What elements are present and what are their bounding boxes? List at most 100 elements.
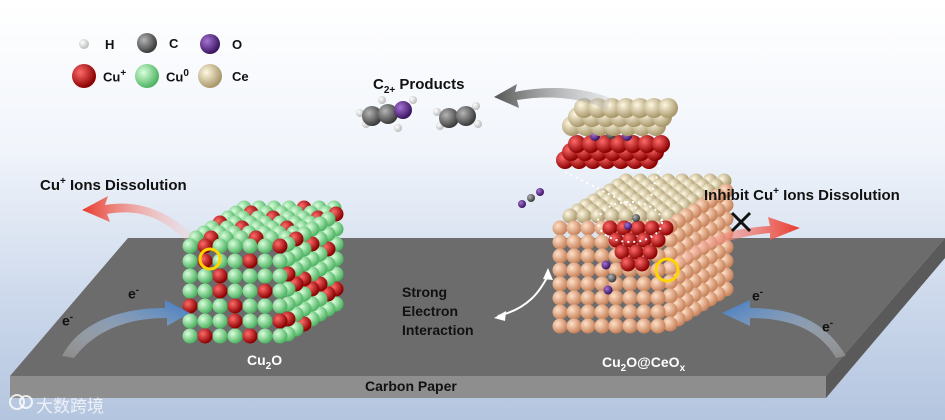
cu-zero-atom (182, 313, 198, 329)
ce-atom (662, 288, 678, 304)
watermark-logo-icon (9, 394, 33, 410)
c-atom (456, 106, 476, 126)
legend-cu-plus-atom (72, 64, 96, 88)
cu-plus-atom (652, 135, 670, 153)
cu-plus-atom (634, 256, 650, 272)
ce-atom (562, 208, 578, 224)
carbon-paper-label: Carbon Paper (365, 378, 457, 394)
cu-plus-atom (568, 135, 586, 153)
electron-label: Electron (402, 303, 459, 319)
ce-atom (594, 304, 610, 320)
electron-label-right-lower: e- (822, 318, 834, 335)
electron-interaction-arrow (494, 268, 553, 321)
ce-atom (662, 232, 678, 248)
ce-atom (552, 220, 568, 236)
o-atom (518, 200, 526, 208)
ce-atom (552, 234, 568, 250)
c-atom (378, 104, 398, 124)
cu-zero-atom (257, 313, 273, 329)
cu-zero-atom (272, 283, 288, 299)
ce-atom (650, 318, 666, 334)
watermark-text: 大数跨境 (36, 397, 104, 416)
right-highlight-circle (654, 257, 680, 283)
ce-atom (566, 276, 582, 292)
ce-atom (650, 262, 666, 278)
h-atom (433, 108, 441, 116)
cu-zero-atom (257, 298, 273, 314)
cu-plus-atom (197, 328, 213, 344)
ce-atom (644, 98, 664, 118)
ce-atom (608, 290, 624, 306)
legend-o-atom (200, 34, 220, 54)
cu-plus-atom (272, 238, 288, 254)
ce-atom (580, 304, 596, 320)
ce-atom (566, 262, 582, 278)
ce-atom (580, 276, 596, 292)
ce-atom (552, 290, 568, 306)
inhibited-dissolution-arrow (665, 217, 800, 272)
ce-atom (616, 98, 636, 118)
ce-atom (552, 318, 568, 334)
electron-flow-arrow-right (722, 300, 846, 358)
cu-zero-atom (227, 283, 243, 299)
left-highlight-circle (198, 247, 222, 271)
o-atom (601, 260, 611, 270)
ce-atom (566, 220, 582, 236)
c-atom (362, 106, 382, 126)
electron-label-left-upper: e- (128, 285, 140, 302)
cu-zero-atom (257, 268, 273, 284)
interaction-label: Interaction (402, 322, 474, 338)
ce-atom (576, 208, 592, 224)
ce-atom (574, 98, 594, 118)
ce-atom (552, 248, 568, 264)
cu2o-ceox-label: Cu2O@CeOx (602, 354, 686, 374)
o-atom (536, 188, 544, 196)
ce-atom (552, 276, 568, 292)
exploded-surface-layers (556, 98, 678, 169)
ce-atom (608, 304, 624, 320)
cu-plus-atom (602, 220, 618, 236)
cu-plus-atom (257, 283, 273, 299)
cu-plus-atom (650, 232, 666, 248)
electron-label-right-upper: e- (752, 287, 764, 304)
h-atom (356, 109, 364, 117)
ce-atom (552, 304, 568, 320)
ce-atom (636, 304, 652, 320)
cu-plus-atom (227, 298, 243, 314)
legend-label-c: C (169, 36, 179, 51)
cu-zero-atom (272, 298, 288, 314)
cu-ion-dissolution-label: Cu+ Ions Dissolution (40, 176, 187, 194)
cu-plus-atom (242, 328, 258, 344)
cu-zero-atom (242, 298, 258, 314)
ce-atom (646, 208, 662, 224)
ce-atom (636, 290, 652, 306)
cu-plus-atom (212, 283, 228, 299)
cu-zero-atom (227, 328, 243, 344)
c2-products-label: C2+ Products (373, 76, 465, 96)
ce-atom (622, 304, 638, 320)
ce-atom (566, 248, 582, 264)
strong-label: Strong (402, 284, 448, 300)
cu-plus-atom (644, 220, 660, 236)
cu-zero-atom (197, 283, 213, 299)
ce-atom (580, 220, 596, 236)
ce-atom (658, 98, 678, 118)
ce-atom (566, 318, 582, 334)
ce-atom (622, 276, 638, 292)
ce-atom (580, 248, 596, 264)
ce-atom (590, 208, 606, 224)
ce-atom (622, 290, 638, 306)
cu-zero-atom (182, 283, 198, 299)
ce-atom (566, 304, 582, 320)
cu-zero-atom (182, 328, 198, 344)
h-atom (378, 96, 386, 104)
cu-ion-dissolution-arrow (82, 196, 195, 240)
ce-atom (566, 234, 582, 250)
cu-zero-atom (257, 253, 273, 269)
c2-product-molecules (356, 96, 482, 132)
ce-atom (650, 290, 666, 306)
cu-zero-atom (182, 238, 198, 254)
cu-zero-atom (227, 238, 243, 254)
ce-atom (662, 302, 678, 318)
